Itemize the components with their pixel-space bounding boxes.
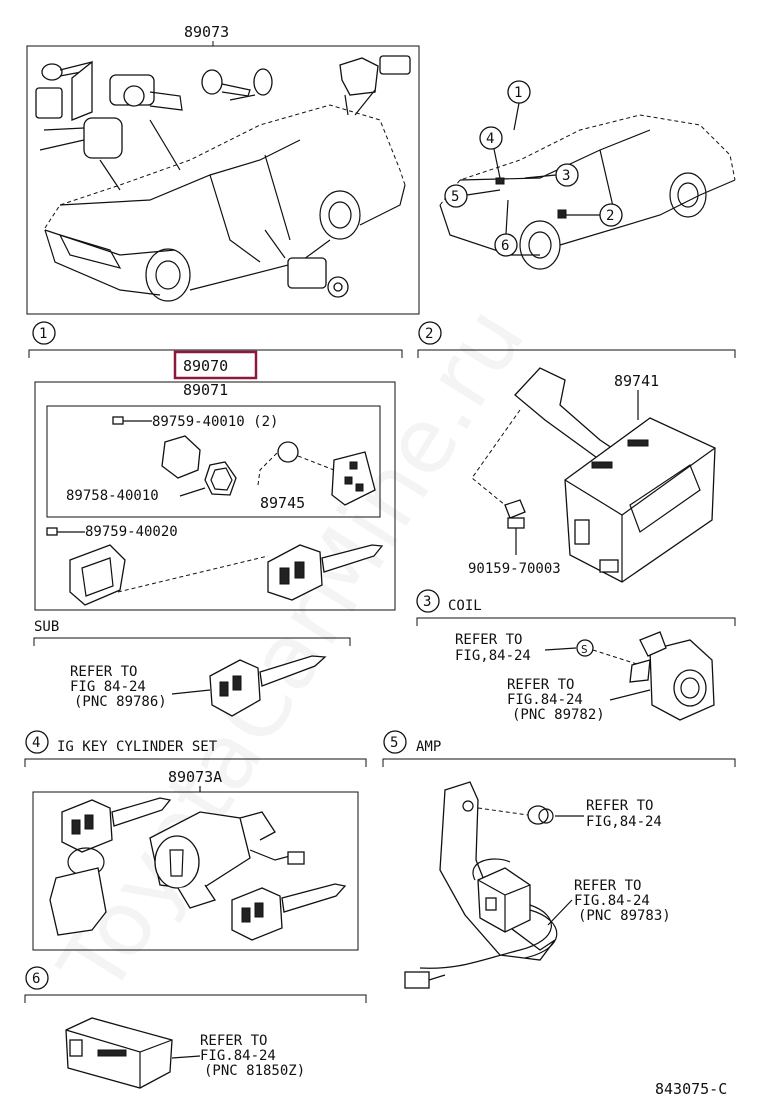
sensor-ref-line3[interactable]: (PNC 81850Z) bbox=[204, 1063, 305, 1079]
part-label-89073A[interactable]: 89073A bbox=[168, 768, 222, 786]
sub-section: SUB REFER TO FIG 84-24 (PNC 89786) bbox=[33, 619, 351, 717]
key-blade-icon bbox=[321, 544, 384, 573]
amp-module-icon bbox=[472, 858, 531, 933]
svg-text:5: 5 bbox=[451, 189, 459, 205]
amp-refB-line3[interactable]: (PNC 89783) bbox=[578, 908, 671, 924]
sensor-module-icon bbox=[65, 1017, 173, 1089]
bolt-icon bbox=[504, 499, 526, 555]
amp-refB-line1[interactable]: REFER TO bbox=[574, 878, 641, 894]
key-icon bbox=[231, 883, 347, 941]
part-label-89758-40010[interactable]: 89758-40010 bbox=[66, 488, 159, 504]
section-3-number: 3 bbox=[423, 594, 431, 610]
svg-text:4: 4 bbox=[486, 131, 494, 147]
coil-refA-line1[interactable]: REFER TO bbox=[455, 632, 522, 648]
sub-title: SUB bbox=[34, 619, 59, 635]
overview-part-number[interactable]: 89073 bbox=[184, 23, 229, 41]
section-5-number: 5 bbox=[390, 735, 398, 751]
callout-5[interactable]: 5 bbox=[444, 184, 501, 208]
battery-icon bbox=[277, 441, 299, 463]
amp-refB-line2[interactable]: FIG.84-24 bbox=[574, 893, 650, 909]
section-5: 5 AMP REFER TO FIG,84-24 REFER TO FIG.84… bbox=[382, 730, 736, 989]
svg-text:2: 2 bbox=[606, 208, 614, 224]
keypad-icon bbox=[331, 451, 376, 506]
callout-overview-panel: 1 4 3 5 2 6 bbox=[439, 80, 736, 270]
key-cylinder-icon bbox=[149, 811, 305, 909]
transmitter-case-icon bbox=[161, 435, 201, 479]
section-4-number: 4 bbox=[32, 735, 40, 751]
svg-text:3: 3 bbox=[562, 168, 570, 184]
callout-2[interactable]: 2 bbox=[565, 203, 623, 227]
ecu-module-icon bbox=[564, 417, 716, 583]
overview-panel: 89073 bbox=[26, 23, 420, 315]
section-4-title: IG KEY CYLINDER SET bbox=[57, 739, 218, 755]
sensor-ref-line1[interactable]: REFER TO bbox=[200, 1033, 267, 1049]
clip-icon bbox=[477, 805, 554, 825]
section-6-number: 6 bbox=[32, 971, 40, 987]
bracket-icon bbox=[514, 367, 617, 461]
section-2-number: 2 bbox=[425, 326, 433, 342]
amp-refA-line1[interactable]: REFER TO bbox=[586, 798, 653, 814]
callout-6[interactable]: 6 bbox=[494, 199, 518, 257]
svg-text:S: S bbox=[581, 643, 588, 656]
screw-s-icon bbox=[576, 639, 594, 657]
coil-icon bbox=[629, 631, 715, 721]
callout-4[interactable]: 4 bbox=[479, 126, 503, 179]
section-3: 3 COIL REFER TO FIG,84-24 S REFER TO FIG… bbox=[416, 589, 736, 723]
key-cover-icon bbox=[69, 544, 126, 606]
section-1: 1 89070 89071 89759-40010 (2) 89758-4001… bbox=[28, 321, 403, 611]
screw-icon bbox=[112, 416, 124, 425]
sub-ref-line1[interactable]: REFER TO bbox=[70, 664, 137, 680]
assembly-part-number[interactable]: 89070 bbox=[183, 357, 228, 375]
coil-refB-line1[interactable]: REFER TO bbox=[507, 677, 574, 693]
coil-refA-line2[interactable]: FIG,84-24 bbox=[455, 648, 531, 664]
svg-text:1: 1 bbox=[514, 85, 522, 101]
coil-refB-line3[interactable]: (PNC 89782) bbox=[512, 707, 605, 723]
section-1-number: 1 bbox=[39, 326, 47, 342]
part-label-89745[interactable]: 89745 bbox=[260, 494, 305, 512]
callout-3[interactable]: 3 bbox=[524, 163, 579, 187]
highlight-box bbox=[173, 350, 258, 380]
part-label-89759-40010[interactable]: 89759-40010 (2) bbox=[152, 414, 278, 430]
part-label-90159-70003[interactable]: 90159-70003 bbox=[468, 561, 561, 577]
part-label-89759-40020[interactable]: 89759-40020 bbox=[85, 524, 178, 540]
section-3-title: COIL bbox=[448, 598, 482, 614]
section-5-title: AMP bbox=[416, 739, 441, 755]
part-label-89741[interactable]: 89741 bbox=[614, 372, 659, 390]
car-illustration bbox=[44, 104, 406, 302]
section-6: 6 REFER TO FIG.84-24 (PNC 81850Z) bbox=[24, 966, 367, 1089]
connector-icon bbox=[404, 971, 430, 989]
sub-ref-line3[interactable]: (PNC 89786) bbox=[74, 694, 167, 710]
section-4: 4 IG KEY CYLINDER SET 89073A bbox=[24, 730, 367, 951]
sub-ref-line2[interactable]: FIG 84-24 bbox=[70, 679, 146, 695]
sensor-ref-line2[interactable]: FIG.84-24 bbox=[200, 1048, 276, 1064]
diagram-code: 843075-C bbox=[655, 1080, 727, 1098]
coil-refB-line2[interactable]: FIG.84-24 bbox=[507, 692, 583, 708]
amp-bracket-icon bbox=[439, 781, 556, 961]
key-with-tag-icon bbox=[49, 797, 172, 936]
svg-text:6: 6 bbox=[501, 238, 509, 254]
amp-refA-line2[interactable]: FIG,84-24 bbox=[586, 814, 662, 830]
lock-parts-group bbox=[35, 55, 411, 298]
screw-icon-2 bbox=[46, 527, 58, 536]
section-2: 2 89741 90159-70003 bbox=[417, 321, 736, 583]
transmitter-part-number[interactable]: 89071 bbox=[183, 381, 228, 399]
callout-1[interactable]: 1 bbox=[507, 80, 531, 131]
